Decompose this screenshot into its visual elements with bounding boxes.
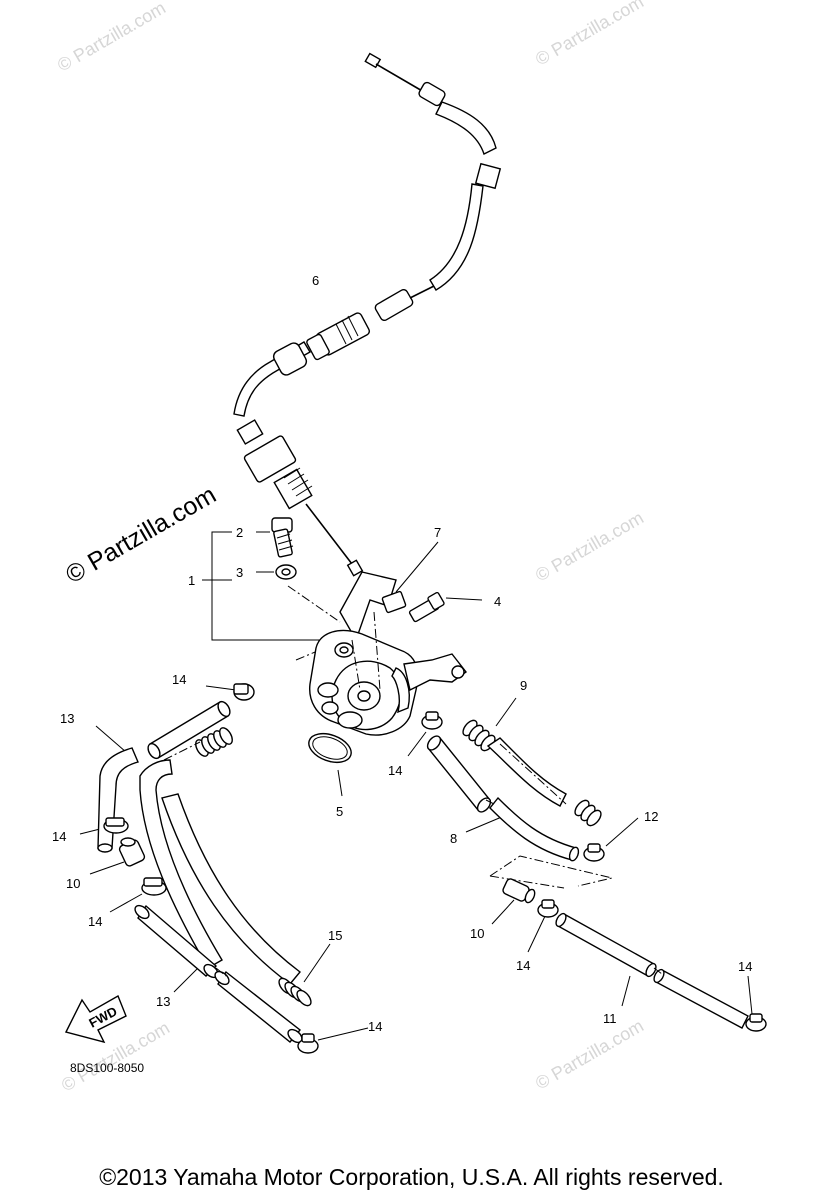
callout-13-bottom: 13 xyxy=(156,994,170,1009)
callout-numbers: 1 2 3 4 5 6 7 8 9 10 10 11 12 13 13 14 1… xyxy=(52,273,752,1034)
callout-2: 2 xyxy=(236,525,243,540)
spring-bottom xyxy=(278,977,312,1007)
o-ring xyxy=(308,732,352,764)
callout-14-pump-left: 14 xyxy=(172,672,186,687)
watermark-faint-bottom-right: © Partzilla.com xyxy=(532,1015,647,1093)
callout-14-pump-right: 14 xyxy=(388,763,402,778)
callout-14-left-lower: 14 xyxy=(88,914,102,929)
fwd-arrow: FWD xyxy=(64,994,127,1044)
throttle-cable xyxy=(233,52,502,577)
spring-9 xyxy=(462,719,496,752)
callout-14-right-end: 14 xyxy=(738,959,752,974)
callout-10-left: 10 xyxy=(66,876,80,891)
watermark-faint-top-right: © Partzilla.com xyxy=(532,0,647,69)
callout-1: 1 xyxy=(188,573,195,588)
watermark-main: © Partzilla.com xyxy=(61,481,221,589)
oil-pump-body xyxy=(309,571,468,736)
callout-6: 6 xyxy=(312,273,319,288)
callout-8: 8 xyxy=(450,831,457,846)
spring-9-lower xyxy=(574,799,602,827)
callout-12: 12 xyxy=(644,809,658,824)
callout-7: 7 xyxy=(434,525,441,540)
left-long-hoses xyxy=(134,741,319,1054)
callout-11: 11 xyxy=(603,1011,617,1026)
watermark-faint-mid-right: © Partzilla.com xyxy=(532,507,647,585)
lower-right-hoses xyxy=(502,878,767,1032)
callout-14-left-upper: 14 xyxy=(52,829,66,844)
callout-4: 4 xyxy=(494,594,501,609)
right-hoses xyxy=(421,711,605,862)
callout-14-right-mid: 14 xyxy=(516,958,530,973)
left-fitting-stack xyxy=(103,817,167,896)
diagram-code: 8DS100-8050 xyxy=(70,1061,144,1075)
copyright-notice: ©2013 Yamaha Motor Corporation, U.S.A. A… xyxy=(99,1164,724,1190)
callout-14-bottom: 14 xyxy=(368,1019,382,1034)
callout-15: 15 xyxy=(328,928,342,943)
leader-lines xyxy=(79,531,753,1041)
bolt-and-washer xyxy=(271,517,297,580)
spring-top-left xyxy=(195,727,233,757)
callout-9: 9 xyxy=(520,678,527,693)
callout-13-top: 13 xyxy=(60,711,74,726)
watermark-faint-top-left: © Partzilla.com xyxy=(54,0,169,75)
callout-10-right: 10 xyxy=(470,926,484,941)
callout-3: 3 xyxy=(236,565,243,580)
callout-5: 5 xyxy=(336,804,343,819)
